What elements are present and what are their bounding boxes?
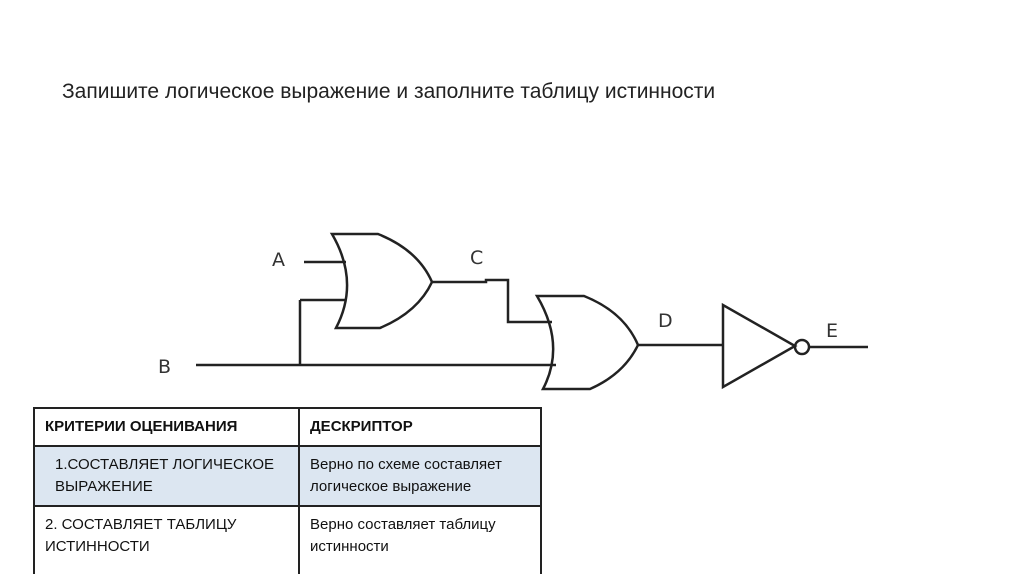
label-a: A: [272, 249, 285, 271]
table-row: 2. СОСТАВЛЯЕТ ТАБЛИЦУ ИСТИННОСТИ Верно с…: [33, 505, 542, 574]
header-criteria: КРИТЕРИИ ОЦЕНИВАНИЯ: [33, 407, 300, 447]
assessment-criteria-table: КРИТЕРИИ ОЦЕНИВАНИЯ ДЕСКРИПТОР 1.СОСТАВЛ…: [33, 407, 542, 574]
descriptor-cell: Верно составляет таблицу истинности: [298, 505, 542, 574]
label-e: E: [826, 320, 838, 342]
slide-title: Запишите логическое выражение и заполнит…: [62, 80, 716, 103]
descriptor-cell: Верно по схеме составляет логическое выр…: [298, 445, 542, 507]
or-gate-2: [534, 294, 640, 391]
criterion-cell: 2. СОСТАВЛЯЕТ ТАБЛИЦУ ИСТИННОСТИ: [33, 505, 300, 574]
table-row: 1.СОСТАВЛЯЕТ ЛОГИЧЕСКОЕ ВЫРАЖЕНИЕ Верно …: [33, 445, 542, 507]
wires: [196, 260, 868, 367]
label-d: D: [658, 310, 673, 332]
label-c: C: [470, 247, 483, 269]
or-gate-1: [329, 232, 434, 330]
header-descriptor: ДЕСКРИПТОР: [298, 407, 542, 447]
label-b: B: [158, 356, 171, 378]
not-gate: [721, 302, 811, 390]
criterion-cell: 1.СОСТАВЛЯЕТ ЛОГИЧЕСКОЕ ВЫРАЖЕНИЕ: [33, 445, 300, 507]
table-header-row: КРИТЕРИИ ОЦЕНИВАНИЯ ДЕСКРИПТОР: [33, 407, 542, 447]
